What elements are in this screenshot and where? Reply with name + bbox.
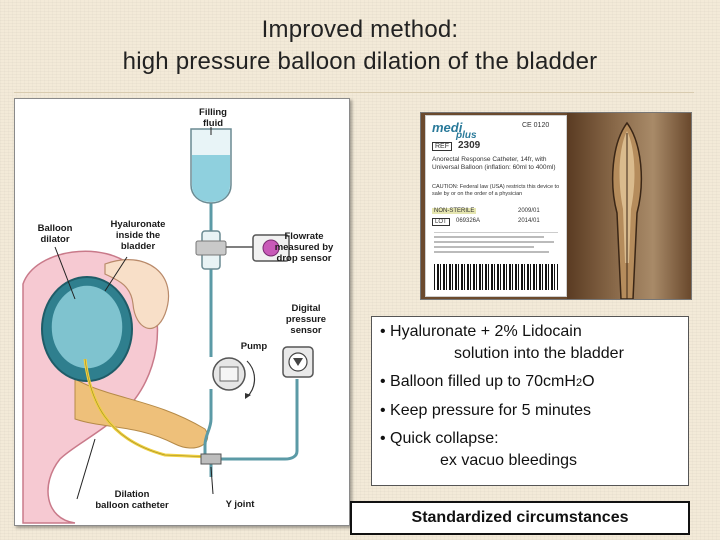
catheter-photo-background [567, 113, 690, 300]
title-line-2: high pressure balloon dilation of the bl… [122, 48, 598, 75]
infusion-fluid [192, 155, 230, 185]
bullet-keep-pressure: • Keep pressure for 5 minutes [380, 402, 592, 419]
bullet-quick-collapse-cont: ex vacuo bleedings [440, 452, 577, 469]
brand-medi: medi [432, 120, 463, 135]
barcode [434, 264, 558, 290]
label-y-joint: Y joint [225, 499, 255, 510]
brand-plus: plus [456, 130, 477, 141]
product-description: Anorectal Response Catheter, 14fr, with … [432, 156, 556, 171]
label-filling-fluid: Filling fluid [199, 107, 227, 129]
ref-number: 2309 [458, 140, 481, 151]
title-divider [14, 92, 694, 93]
label-digital-pressure: Digital pressure sensor [285, 303, 327, 336]
footer-banner: Standardized circumstances [350, 501, 690, 535]
procedure-bullet-list: • Hyaluronate + 2% Lidocain solution int… [371, 316, 689, 486]
y-joint [200, 453, 222, 465]
non-sterile: NON-STERILE [432, 208, 477, 214]
tube-pump-to-joint [203, 389, 213, 457]
diagram-drawing [22, 127, 314, 524]
bullet-hyaluronate: • Hyaluronate + 2% Lidocain [380, 323, 582, 340]
pump-rotation-arrow [246, 360, 256, 398]
label-pump: Pump [240, 341, 268, 352]
ce-mark: CE 0120 [522, 122, 550, 129]
dilation-setup-diagram: Filling fluid Balloon dilator Hyaluronat… [14, 98, 350, 526]
bullet-balloon-subscript: 2 [575, 377, 583, 389]
date-2: 2014/01 [518, 218, 540, 224]
bullet-balloon-filled: • Balloon filled up to 70cmH2O [380, 371, 680, 394]
tube-pressure [215, 379, 299, 461]
bullet-balloon-end: O [582, 373, 595, 390]
title-line-1: Improved method: [261, 16, 459, 43]
lot-number: 069326A [456, 218, 481, 224]
caution-text: CAUTION: Federal law (USA) restricts thi… [432, 184, 560, 197]
date-1: 2009/01 [518, 208, 540, 214]
bullet-balloon-text: • Balloon filled up to 70cmH [380, 373, 576, 390]
pelvic-bone [104, 259, 170, 329]
label-dilation-catheter: Dilation balloon catheter [95, 489, 169, 511]
catheter-outline [84, 358, 212, 458]
balloon-dilator [50, 284, 124, 370]
fine-print [434, 232, 558, 261]
bullet-hyaluronate-cont: solution into the bladder [454, 345, 624, 362]
ref-label: REF [432, 142, 452, 151]
product-label-card: medi plus CE 0120 REF 2309 Anorectal Res… [425, 115, 567, 297]
label-balloon-dilator: Balloon dilator [37, 223, 73, 245]
label-flowrate: Flowrate measured by drop sensor [274, 231, 334, 264]
lot-label: LOT [432, 218, 450, 226]
label-hyaluronate: Hyaluronate inside the bladder [110, 219, 166, 252]
bullet-quick-collapse: • Quick collapse: [380, 430, 499, 447]
slide-title: Improved method: high pressure balloon d… [0, 14, 720, 78]
catheter-tip-drawing [611, 121, 643, 300]
